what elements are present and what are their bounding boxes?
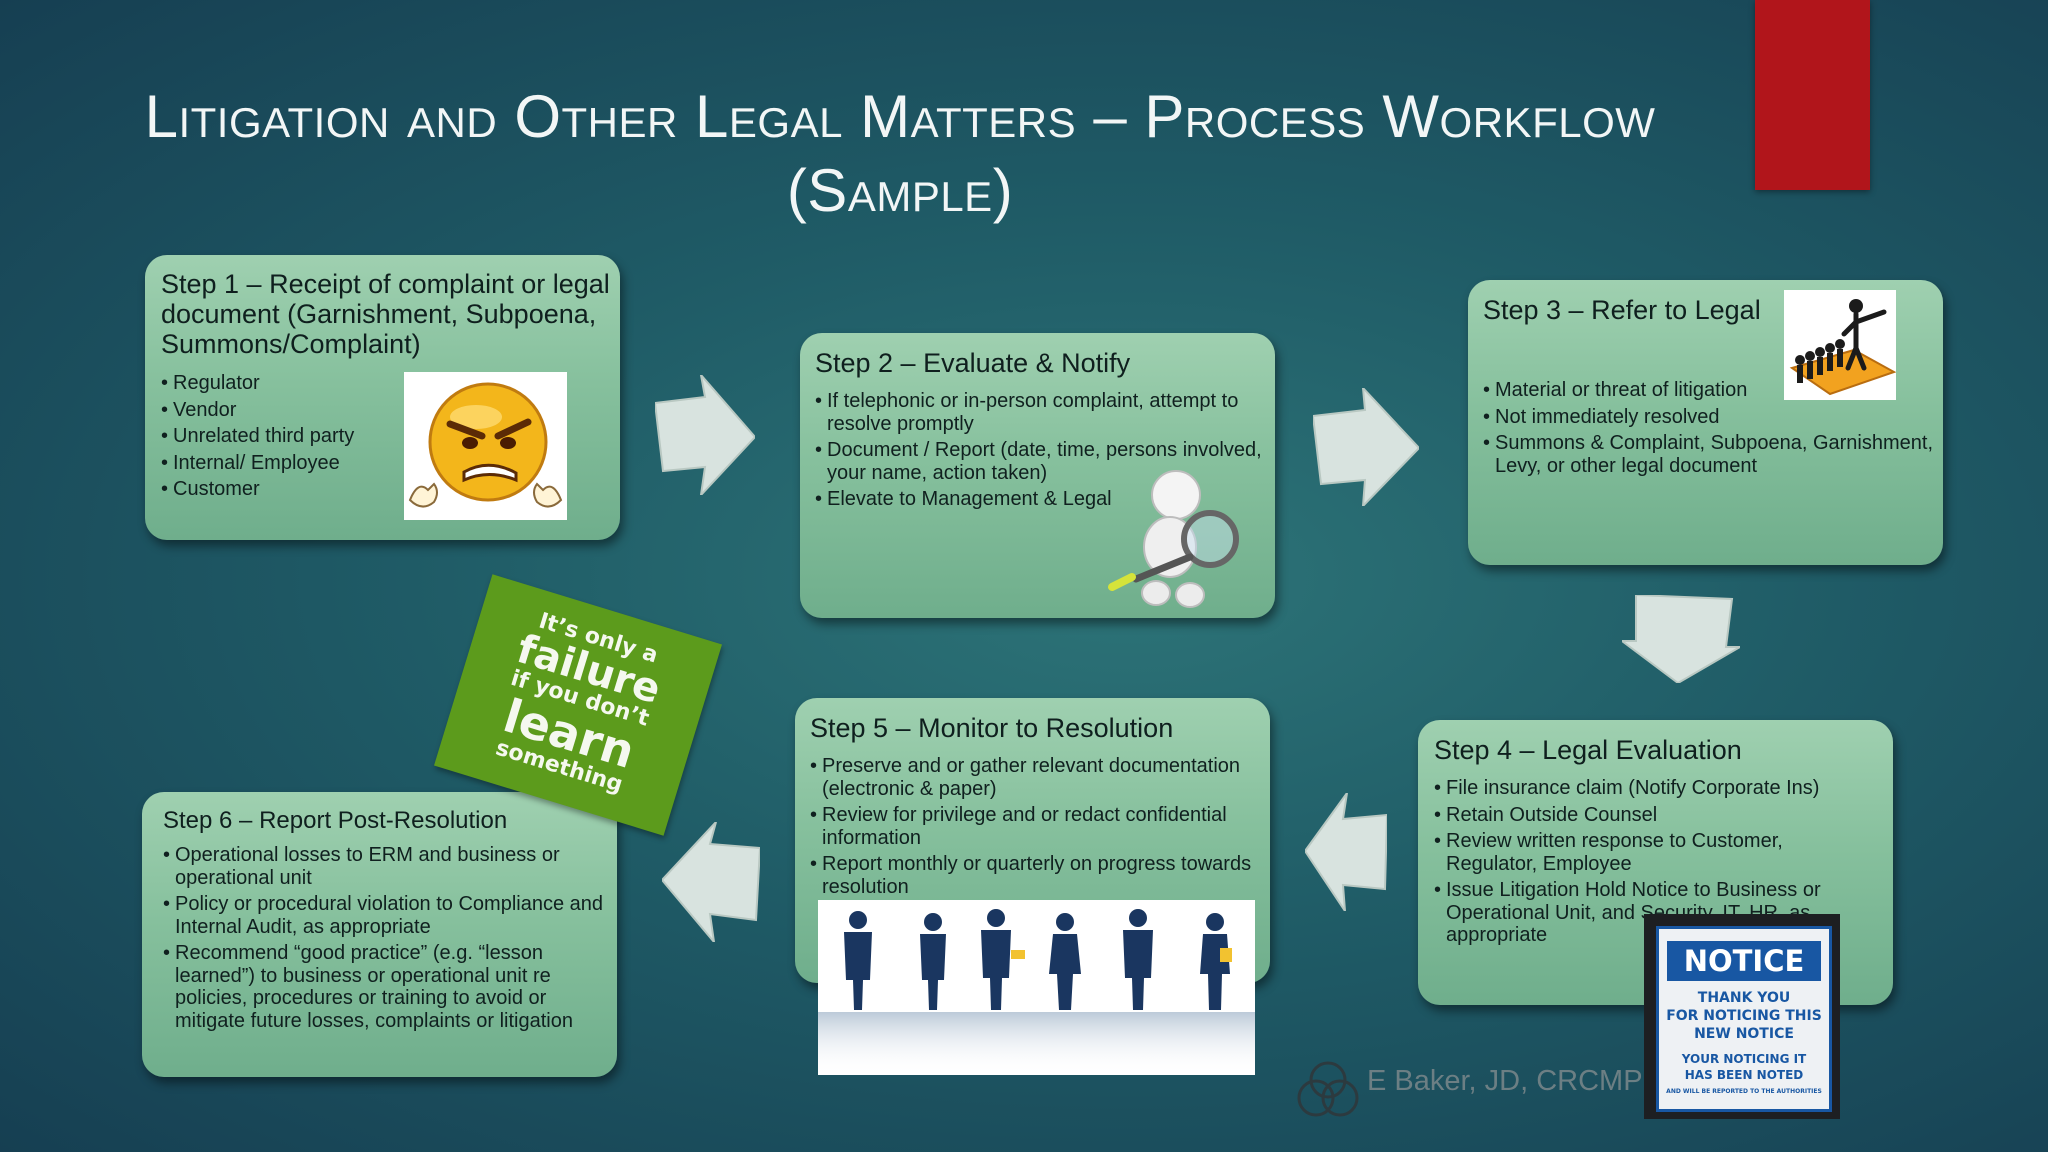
- list-item: Not immediately resolved: [1483, 406, 1938, 429]
- list-item: Material or threat of litigation: [1483, 379, 1938, 402]
- list-item: Review written response to Customer, Reg…: [1434, 830, 1874, 875]
- slide-title-line2: (Sample): [786, 157, 1014, 224]
- step-3-box: Step 3 – Refer to Legal Material or thre…: [1468, 280, 1943, 565]
- step-5-box: Step 5 – Monitor to Resolution Preserve …: [795, 698, 1270, 1075]
- author-name: E Baker, JD, CRCMP: [1367, 1065, 1643, 1097]
- leader-figures-icon: [1784, 290, 1896, 400]
- list-item: Review for privilege and or redact confi…: [810, 804, 1260, 849]
- step-2-box: Step 2 – Evaluate & Notify If telephonic…: [800, 333, 1275, 618]
- arrow-right-icon: [1313, 388, 1419, 506]
- step-2-list: If telephonic or in-person complaint, at…: [815, 390, 1265, 511]
- step-4-list: File insurance claim (Notify Corporate I…: [1434, 777, 1874, 947]
- list-item: Summons & Complaint, Subpoena, Garnishme…: [1483, 432, 1938, 477]
- notice-line2: FOR NOTICING THIS: [1666, 1008, 1822, 1024]
- notice-fine-print: AND WILL BE REPORTED TO THE AUTHORITIES: [1666, 1088, 1822, 1095]
- list-item: Retain Outside Counsel: [1434, 804, 1874, 827]
- list-item: Internal/ Employee: [161, 452, 411, 475]
- notice-sign: NOTICE THANK YOU FOR NOTICING THIS NEW N…: [1656, 926, 1832, 1112]
- list-item: Issue Litigation Hold Notice to Business…: [1434, 879, 1874, 947]
- list-item: Recommend “good practice” (e.g. “lesson …: [163, 942, 608, 1032]
- list-item: Operational losses to ERM and business o…: [163, 844, 608, 889]
- step-3-heading: Step 3 – Refer to Legal: [1483, 295, 1761, 325]
- step-6-list: Operational losses to ERM and business o…: [163, 844, 608, 1032]
- list-item: Customer: [161, 478, 411, 501]
- list-item: Preserve and or gather relevant document…: [810, 755, 1260, 800]
- step-5-list: Preserve and or gather relevant document…: [810, 755, 1260, 898]
- list-item: Unrelated third party: [161, 425, 411, 448]
- arrow-right-icon: [655, 375, 755, 495]
- red-accent-tab: [1755, 0, 1870, 190]
- arrow-left-icon: [1305, 793, 1387, 911]
- step-1-heading: Step 1 – Receipt of complaint or legal d…: [161, 269, 610, 359]
- step-1-list: Regulator Vendor Unrelated third party I…: [161, 372, 411, 501]
- list-item: Document / Report (date, time, persons i…: [815, 439, 1265, 484]
- notice-line5: HAS BEEN NOTED: [1684, 1068, 1804, 1082]
- slide-title: Litigation and Other Legal Matters – Pro…: [120, 80, 1680, 228]
- list-item: Elevate to Management & Legal: [815, 488, 1265, 511]
- step-5-heading: Step 5 – Monitor to Resolution: [810, 713, 1174, 743]
- rings-logo-icon: [1297, 1061, 1359, 1117]
- step-3-list: Material or threat of litigation Not imm…: [1483, 379, 1938, 477]
- step-6-heading: Step 6 – Report Post-Resolution: [163, 807, 508, 834]
- step-4-heading: Step 4 – Legal Evaluation: [1434, 735, 1742, 765]
- list-item: Vendor: [161, 399, 411, 422]
- step-1-box: Step 1 – Receipt of complaint or legal d…: [145, 255, 620, 540]
- notice-line4: YOUR NOTICING IT: [1681, 1052, 1807, 1066]
- step-2-heading: Step 2 – Evaluate & Notify: [815, 348, 1131, 378]
- list-item: Policy or procedural violation to Compli…: [163, 893, 608, 938]
- step-6-box: Step 6 – Report Post-Resolution Operatio…: [142, 792, 617, 1077]
- list-item: Report monthly or quarterly on progress …: [810, 853, 1260, 898]
- author-watermark: E Baker, JD, CRCMP: [1295, 1060, 1643, 1120]
- notice-line3: NEW NOTICE: [1694, 1026, 1794, 1042]
- business-people-icon: [818, 900, 1255, 1075]
- notice-heading: NOTICE: [1667, 941, 1821, 981]
- angry-face-icon: [404, 372, 567, 520]
- list-item: Regulator: [161, 372, 411, 395]
- magnifying-figure-icon: [1108, 470, 1239, 608]
- slide-title-line1: Litigation and Other Legal Matters – Pro…: [144, 83, 1656, 150]
- list-item: If telephonic or in-person complaint, at…: [815, 390, 1265, 435]
- arrow-left-icon: [662, 822, 760, 942]
- notice-sign-photo: NOTICE THANK YOU FOR NOTICING THIS NEW N…: [1644, 914, 1840, 1119]
- list-item: File insurance claim (Notify Corporate I…: [1434, 777, 1874, 800]
- arrow-down-icon: [1622, 595, 1740, 683]
- notice-line1: THANK YOU: [1697, 990, 1791, 1006]
